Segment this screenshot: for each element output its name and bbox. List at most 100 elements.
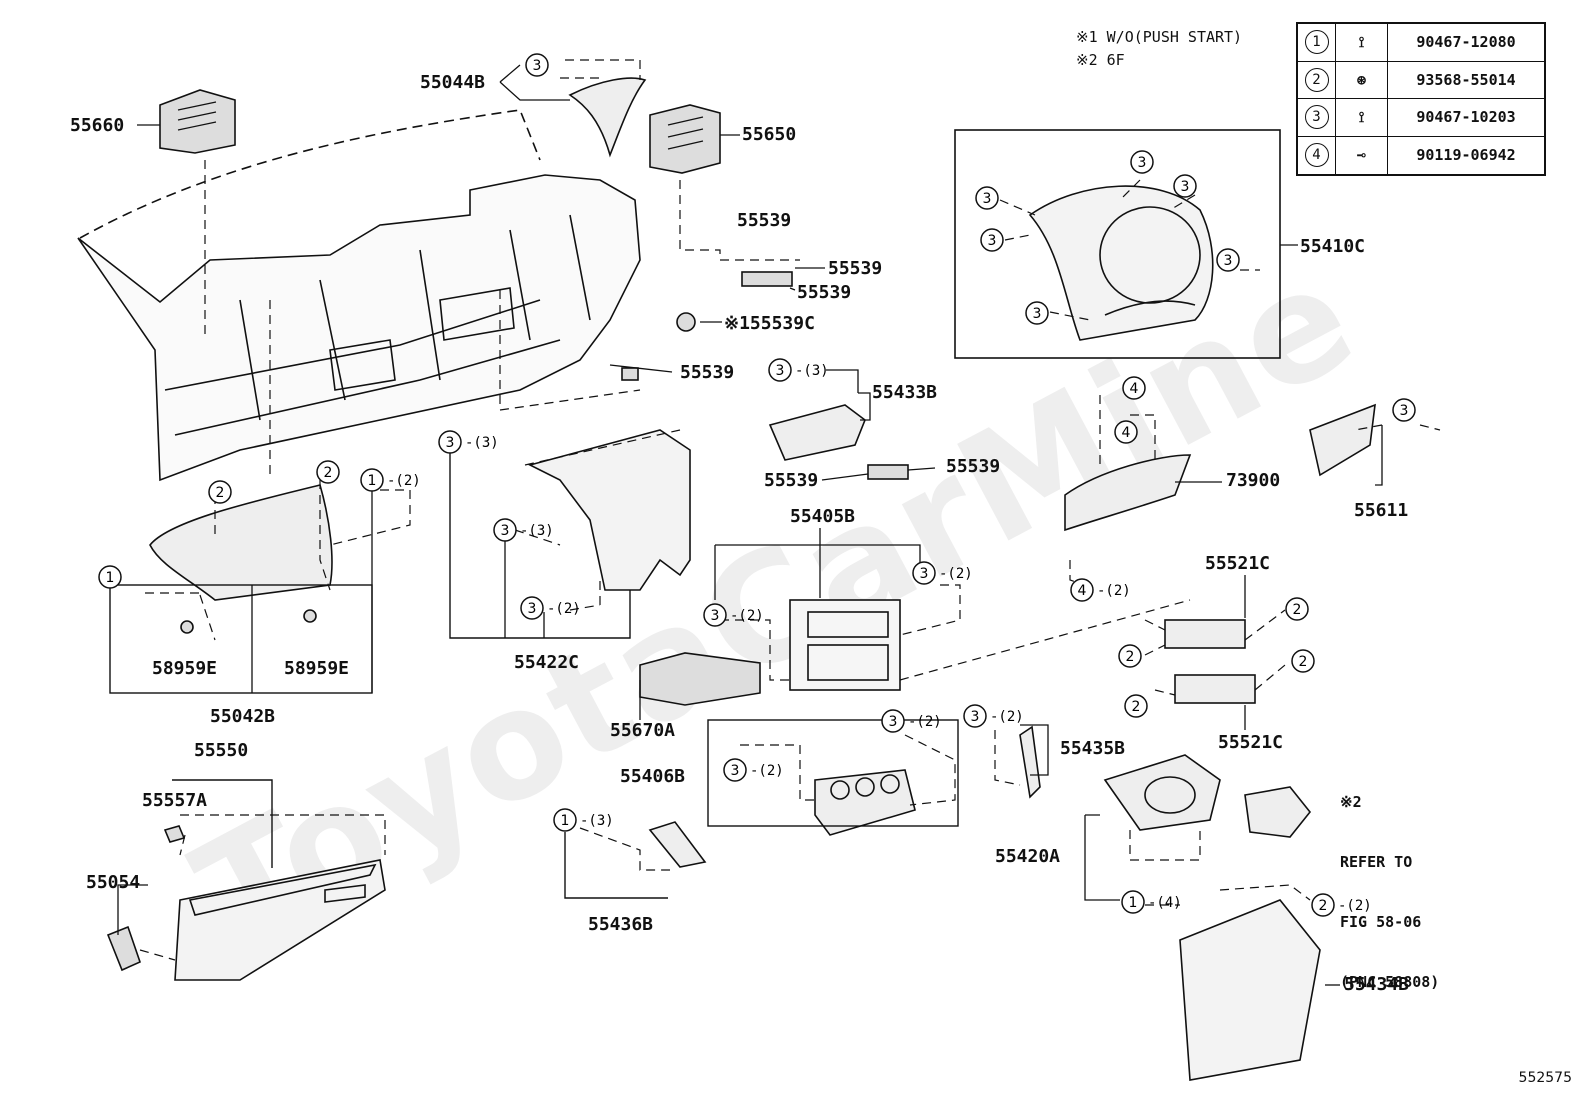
callout-c15: 2 [316, 460, 340, 484]
part-label: 55539 [737, 210, 792, 231]
part-label: 55660 [70, 115, 125, 136]
box-55521C-b [1174, 674, 1256, 704]
callout-c30: 1 -(3) [553, 808, 614, 832]
part-label: 55054 [86, 872, 141, 893]
callout-c20: 3-(2) [912, 561, 973, 585]
callout-number: 3 [988, 233, 997, 249]
callout-quantity: -(2) [750, 763, 784, 779]
callout-number: 1 [1129, 895, 1138, 911]
callout-c26: 2 [1124, 694, 1148, 718]
callout-number: 2 [1319, 898, 1328, 914]
callout-number: 3 [711, 608, 720, 624]
callout-circle [316, 460, 340, 484]
callout-quantity: -(2) [730, 608, 764, 624]
legend-num-1: 1 [1298, 24, 1336, 62]
callout-c3: 3 [1173, 174, 1197, 198]
box-55521C-a [1164, 619, 1246, 649]
callout-circle [980, 228, 1004, 252]
part-label: 55042B [210, 706, 276, 727]
callout-circle [703, 603, 727, 627]
callout-circle [1025, 301, 1049, 325]
callout-circle [520, 596, 544, 620]
part-label: 55521C [1205, 553, 1271, 574]
part-label: ※155539C [724, 313, 815, 334]
note-2: ※2 6F [1076, 51, 1125, 69]
callout-number: 3 [528, 601, 537, 617]
part-label: 55539 [797, 282, 852, 303]
lower-panel-55042B-drawing [149, 484, 333, 601]
callout-circle [1130, 150, 1154, 174]
callout-circle [1173, 174, 1197, 198]
callout-c28: 3-(2) [963, 704, 1024, 728]
callout-circle [723, 758, 747, 782]
callout-circle [1114, 420, 1138, 444]
callout-number: 3 [501, 523, 510, 539]
fastener-legend: 1 ⟟ 90467-12080 2 ⊛ 93568-55014 3 ⟟ 9046… [1296, 22, 1546, 176]
callout-quantity: -(2) [1338, 898, 1372, 914]
legend-num-2: 2 [1298, 61, 1336, 99]
callout-circle [1311, 893, 1335, 917]
callout-number: 2 [1293, 602, 1302, 618]
callout-c8: 3 [1392, 398, 1416, 422]
callout-c24: 2 [1118, 644, 1142, 668]
callout-c11: 4 [1114, 420, 1138, 444]
switch-55539-group [741, 271, 793, 287]
clip-icon: ⟟ [1358, 33, 1365, 52]
callout-c9: 3-(3) [768, 358, 829, 382]
legend-part-2: 93568-55014 [1388, 62, 1544, 99]
callout-number: 1 [561, 813, 570, 829]
part-label: 55611 [1354, 500, 1409, 521]
callout-c27: 3-(2) [881, 709, 942, 733]
callout-c19: 1 [98, 565, 122, 589]
callout-quantity: -(2) [387, 473, 421, 489]
callout-c2: 3 [1130, 150, 1154, 174]
callout-c14: 2 [208, 480, 232, 504]
refer-line-3: (PNC 58808) [1340, 973, 1440, 991]
callout-number: 3 [1224, 253, 1233, 269]
callout-circle [1285, 597, 1309, 621]
legend-icon-2: ⊛ [1336, 61, 1388, 99]
callout-number: 3 [731, 763, 740, 779]
callout-number: 3 [889, 714, 898, 730]
callout-number: 2 [1132, 699, 1141, 715]
shift-panel-55420A-drawing [1103, 754, 1221, 831]
part-label: 55406B [620, 766, 686, 787]
part-label: 55044B [420, 72, 486, 93]
legend-icon-4: ⊸ [1336, 136, 1388, 174]
callout-quantity: -(3) [520, 523, 554, 539]
trim-55436B-drawing [648, 821, 707, 868]
callout-circle [881, 709, 905, 733]
part-label: 55550 [194, 740, 249, 761]
legend-part-1: 90467-12080 [1388, 24, 1544, 62]
callout-circle [1118, 644, 1142, 668]
callout-number: 1 [106, 570, 115, 586]
callout-circle [493, 518, 517, 542]
glove-box-55550-drawing [174, 859, 386, 981]
legend-part-4: 90119-06942 [1416, 146, 1516, 165]
legend-num-4: 4 [1298, 136, 1336, 174]
callout-quantity: -(3) [465, 435, 499, 451]
panel-55611-drawing [1309, 403, 1376, 477]
callout-number: 3 [1181, 179, 1190, 195]
callout-circle [1070, 578, 1094, 602]
callout-c29: 3 -(2) [723, 758, 784, 782]
callout-number: 4 [1130, 381, 1139, 397]
callout-number: 3 [1033, 306, 1042, 322]
callout-circle [1122, 376, 1146, 400]
callout-circle [975, 186, 999, 210]
callout-quantity: -(3) [580, 813, 614, 829]
callout-number: 1 [368, 473, 377, 489]
callout-number: 3 [776, 363, 785, 379]
callout-circle [912, 561, 936, 585]
callout-quantity: -(2) [990, 709, 1024, 725]
callout-number: 2 [1299, 654, 1308, 670]
callout-circle [525, 53, 549, 77]
refer-note: ※2 REFER TO FIG 58-06 (PNC 58808) [1340, 752, 1439, 1032]
callout-c31: 1-(4) [1121, 890, 1182, 914]
callout-number: 4 [1078, 583, 1087, 599]
part-label: 55539 [828, 258, 883, 279]
part-label: 55670A [610, 720, 676, 741]
callout-circle [1216, 248, 1240, 272]
callout-c22: 4-(2) [1070, 578, 1131, 602]
